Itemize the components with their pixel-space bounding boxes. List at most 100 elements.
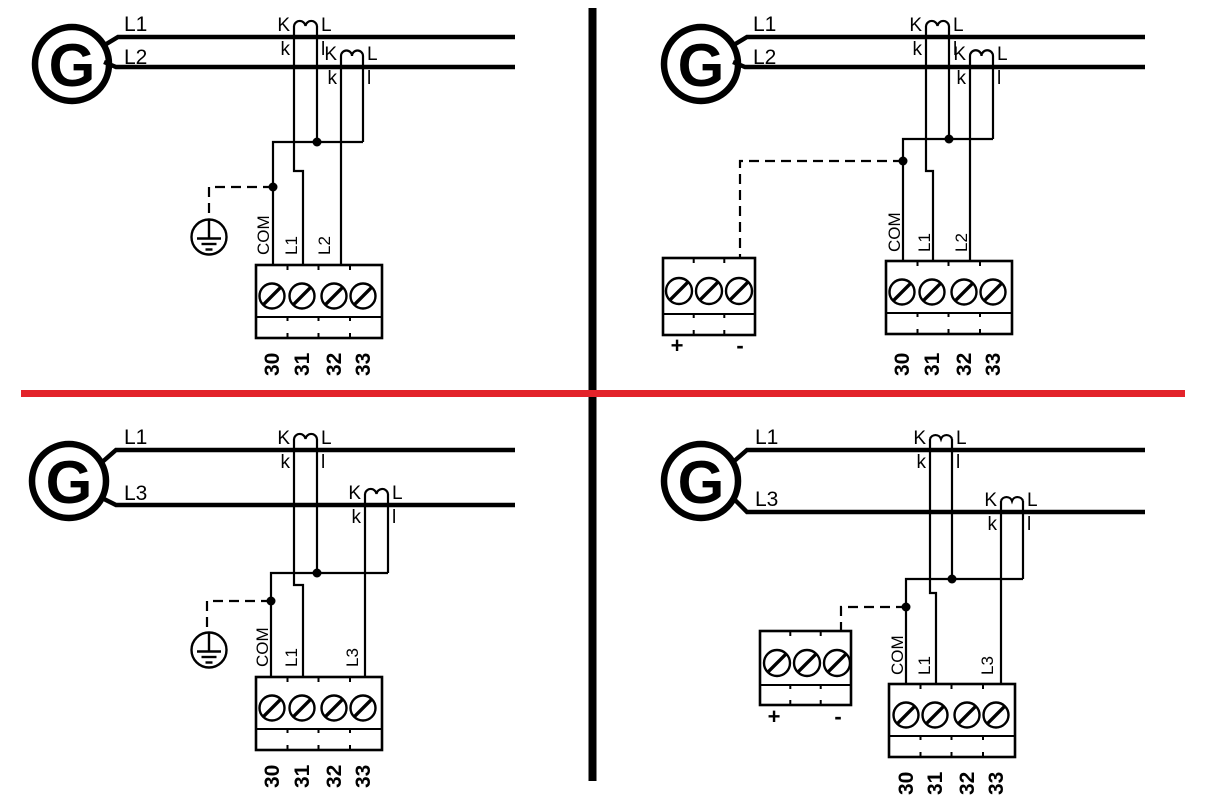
wire-label-l1: L1 [915, 656, 934, 675]
generator-symbol: G [28, 440, 110, 522]
ct-L-label: L [997, 44, 1008, 65]
ct-K-label: K [277, 428, 290, 449]
ct-winding-icon [363, 487, 390, 495]
generator-label: G [46, 449, 93, 516]
phase-line-top [730, 447, 1145, 465]
current-transformer-2: K L k l [953, 44, 1008, 262]
cell-ticks [286, 677, 351, 750]
screw-terminal-icon [921, 701, 949, 729]
generator-circle-icon [28, 440, 110, 522]
ct-K-label: K [277, 15, 290, 36]
wire-label-com: COM [254, 215, 273, 255]
screw-terminal-icon [320, 694, 348, 722]
quadrant-bottom-right: G L1 L3 K L k l K L k l [660, 426, 1145, 795]
terminal-number-31: 31 [291, 352, 314, 376]
terminal-number-30: 30 [261, 765, 284, 788]
phase-line-bottom [732, 59, 1145, 70]
current-transformer-2: K L k l [348, 483, 403, 677]
ct-L-label: L [367, 44, 378, 65]
dc-supply-terminal-block: + - [661, 256, 757, 358]
wire-label-l3: L3 [343, 648, 362, 667]
dc-supply-terminal-block: + - [758, 629, 853, 729]
terminal-block [254, 675, 384, 752]
ct-L-label: L [956, 428, 967, 449]
terminal-number-32: 32 [323, 353, 346, 376]
ct-L-label: L [321, 428, 332, 449]
wire-label-l2: L2 [315, 236, 334, 255]
screw-terminal-icon [792, 648, 822, 678]
terminal-number-30: 30 [895, 772, 918, 795]
terminal-number-32: 32 [323, 765, 346, 788]
generator-symbol: G [31, 23, 113, 105]
ct-l-label: l [953, 39, 957, 60]
screw-terminal-icon [288, 282, 316, 310]
screw-terminal-icon [950, 278, 978, 306]
terminal-number-33: 33 [352, 353, 375, 376]
ct-K-label: K [324, 44, 337, 65]
cell-ticks [789, 631, 822, 705]
screw-terminal-icon [979, 278, 1007, 306]
ct-L-label: L [392, 483, 403, 504]
terminal-number-33: 33 [985, 772, 1008, 795]
terminal-number-31: 31 [924, 771, 947, 795]
phase-label-bottom: L3 [124, 482, 147, 505]
wire-label-l1: L1 [282, 236, 301, 255]
ct-winding-icon [339, 49, 365, 57]
ct-l-label: l [321, 39, 325, 60]
phase-line-top [730, 34, 1145, 48]
screw-terminal-icon [258, 694, 286, 722]
screw-terminal-icon [888, 278, 916, 306]
screw-terminal-icon [918, 278, 946, 306]
cell-ticks [919, 684, 984, 757]
phase-label-top: L1 [753, 13, 776, 36]
ct-k-wire [292, 439, 305, 677]
terminal-number-30: 30 [261, 353, 284, 376]
screw-terminal-icon [258, 282, 286, 310]
screw-terminal-icon [664, 276, 694, 306]
ct-k-label: k [328, 68, 338, 89]
screw-terminal-icon [724, 276, 754, 306]
ct-k-label: k [988, 514, 998, 535]
dc-minus-label: - [834, 704, 841, 729]
cell-ticks [286, 265, 351, 338]
ct-l-label: l [392, 507, 396, 528]
current-transformer-1: K L k l [277, 428, 332, 677]
screw-terminal-icon [320, 282, 348, 310]
phase-label-top: L1 [755, 426, 778, 449]
common-wire [269, 571, 388, 677]
junction-dot [312, 137, 322, 147]
screw-terminal-icon [892, 701, 920, 729]
ct-L-label: L [953, 15, 964, 36]
screw-terminal-icon [953, 701, 981, 729]
ct-L-label: L [321, 15, 332, 36]
screw-terminal-icon [288, 694, 316, 722]
ct-K-label: K [909, 15, 922, 36]
ct-winding-icon [292, 19, 319, 27]
wire-label-l2: L2 [952, 233, 971, 252]
quadrant-bottom-left: G L1 L3 K L k l K L k l [28, 426, 515, 788]
earth-dashed-wire [205, 599, 271, 632]
terminal-number-30: 30 [891, 353, 914, 376]
ct-l-label: l [321, 452, 325, 473]
protective-earth-icon [190, 218, 228, 256]
ct-k-label: k [957, 68, 967, 89]
phase-label-bottom: L2 [753, 46, 776, 69]
screw-terminal-icon [762, 648, 792, 678]
dc-plus-label: + [671, 333, 684, 358]
terminal-block [254, 263, 384, 340]
dc-dashed-wire [839, 605, 906, 631]
phase-line-bottom [730, 495, 1145, 515]
junction-dot [944, 134, 954, 144]
phase-line-bottom [99, 495, 515, 508]
wire-label-l3: L3 [978, 656, 997, 675]
wire-label-com: COM [888, 635, 907, 675]
ct-k-label: k [913, 39, 923, 60]
screw-terminal-icon [349, 282, 377, 310]
terminal-block [887, 682, 1017, 759]
ct-K-label: K [913, 428, 926, 449]
dc-minus-label: - [736, 333, 743, 358]
ct-winding-icon [292, 432, 319, 440]
ct-l-label: l [956, 452, 960, 473]
